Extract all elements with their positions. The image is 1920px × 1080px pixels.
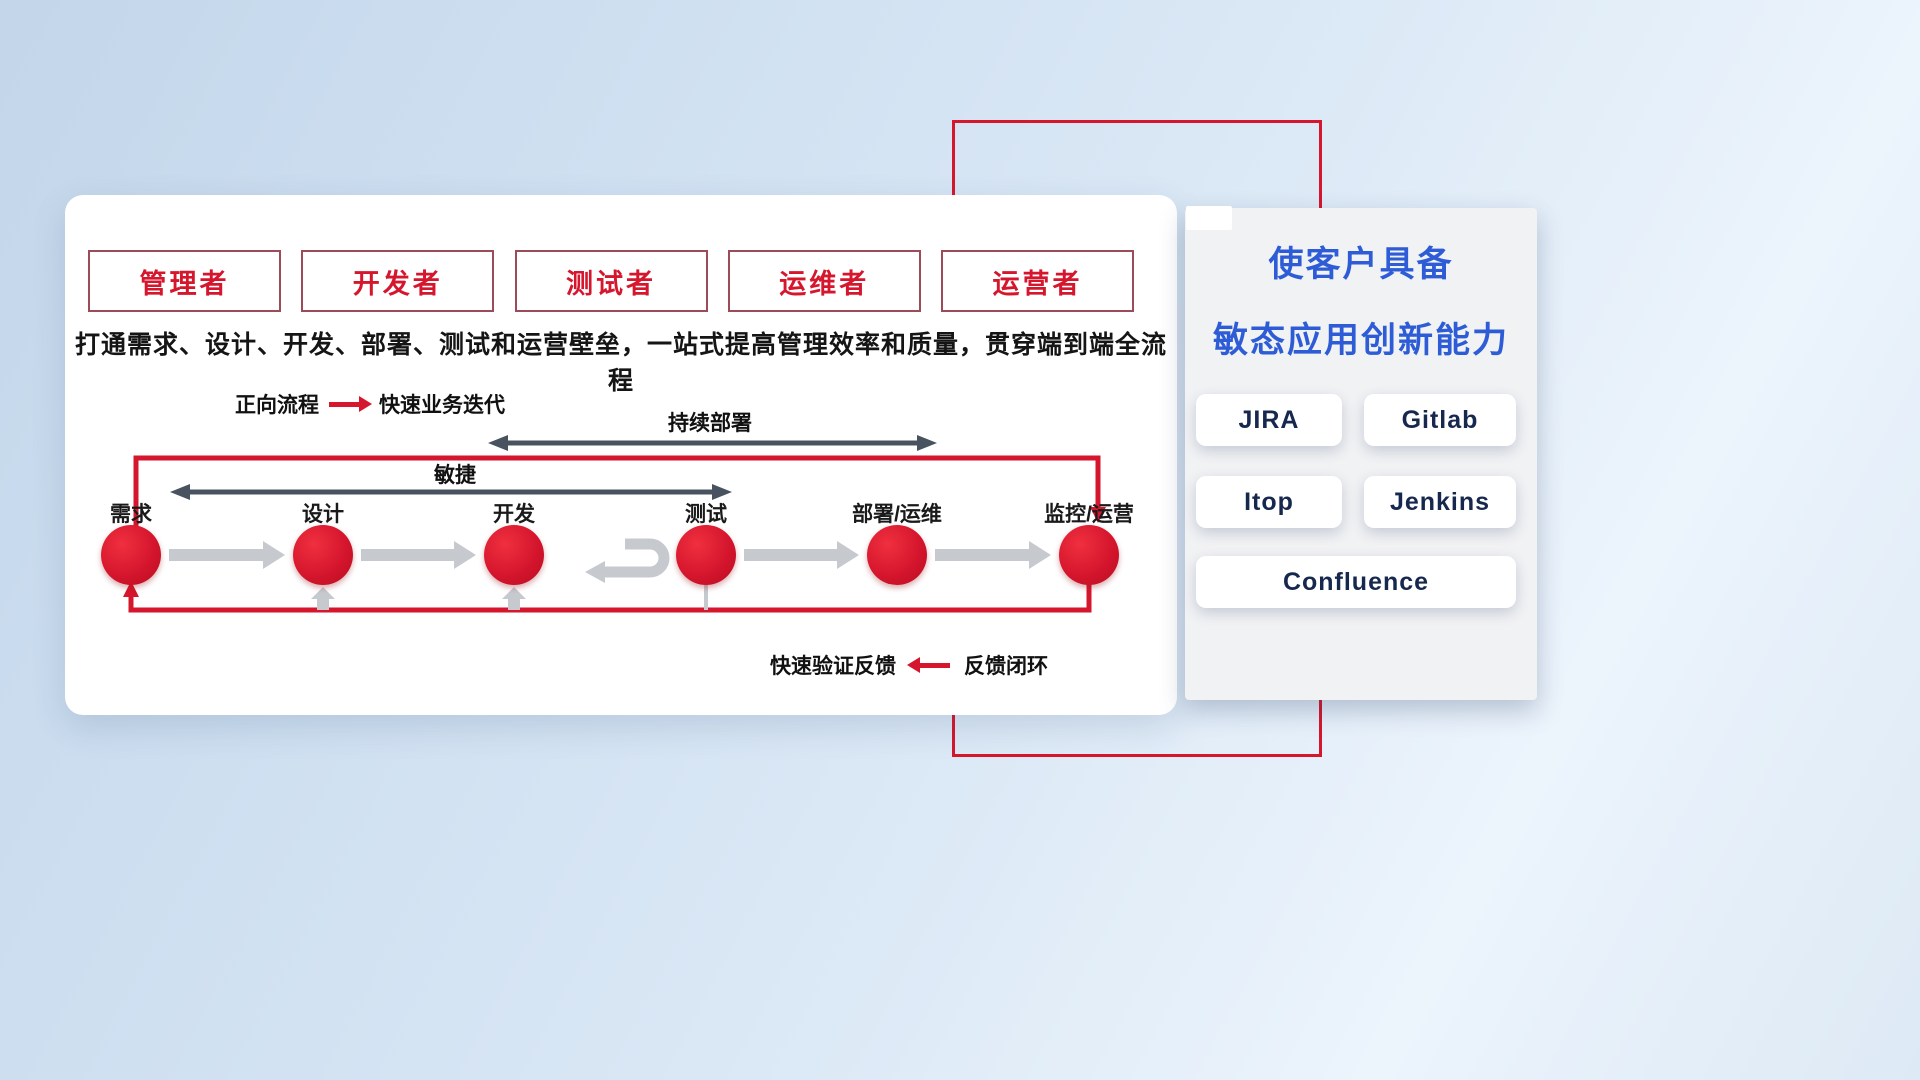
stage-label-monitor-ops: 监控/运营: [1044, 503, 1134, 526]
tool-badge-gitlab: Gitlab: [1364, 394, 1516, 446]
stage-node-design: [293, 525, 353, 585]
cd-arrowhead-left-icon: [488, 435, 508, 451]
feedback-up-arrow-develop-icon: [502, 587, 526, 610]
stage-node-test: [676, 525, 736, 585]
forward-arrow-icon: [329, 401, 359, 407]
role-box-ops: 运维者: [727, 250, 921, 312]
stage-label-deploy-ops: 部署/运维: [852, 503, 942, 526]
tool-badge-confluence: Confluence: [1196, 556, 1516, 608]
tool-badge-jenkins: Jenkins: [1364, 476, 1516, 528]
feedback-loop-line: [128, 583, 1092, 613]
forward-loop-line: [133, 455, 1101, 528]
tool-badge-jira: JIRA: [1196, 394, 1342, 446]
panel-corner-notch: [1186, 206, 1232, 230]
stage-label-test: 测试: [685, 503, 727, 526]
iteration-loop-arrowhead-icon: [585, 561, 605, 583]
flow-arrow-4-icon: [935, 541, 1051, 569]
tool-badge-itop: Itop: [1196, 476, 1342, 528]
legend-forward-desc: 快速业务迭代: [379, 394, 505, 417]
role-box-operation: 运营者: [941, 250, 1134, 312]
flow-arrow-3-icon: [744, 541, 859, 569]
devops-flow-card: 管理者 开发者 测试者 运维者 运营者 打通需求、设计、开发、部署、测试和运营壁…: [65, 195, 1177, 715]
panel-title-line1: 使客户具备: [1268, 245, 1454, 284]
agile-label: 敏捷: [434, 464, 476, 487]
legend-feedback-desc: 快速验证反馈: [770, 655, 896, 678]
flow-arrow-2-icon: [361, 541, 476, 569]
role-box-manager: 管理者: [88, 250, 281, 312]
stage-node-requirements: [101, 525, 161, 585]
stage-node-monitor-ops: [1059, 525, 1119, 585]
flow-arrow-1-icon: [169, 541, 285, 569]
stage-node-develop: [484, 525, 544, 585]
stage-label-requirements: 需求: [110, 503, 152, 526]
stage-label-develop: 开发: [493, 503, 535, 526]
legend-forward-label: 正向流程: [235, 394, 319, 417]
role-row: 管理者 开发者 测试者 运维者 运营者: [88, 250, 1134, 312]
description-text: 打通需求、设计、开发、部署、测试和运营壁垒，一站式提高管理效率和质量，贯穿端到端…: [74, 331, 1167, 395]
iteration-loop-icon: [603, 538, 670, 578]
agile-arrowhead-left-icon: [170, 484, 190, 500]
stage-label-design: 设计: [302, 503, 344, 526]
capability-panel: 使客户具备 敏态应用创新能力 JIRA Gitlab Itop Jenkins …: [1185, 208, 1537, 700]
role-box-tester: 测试者: [514, 250, 708, 312]
stage-node-deploy-ops: [867, 525, 927, 585]
feedback-up-arrow-design-icon: [311, 587, 335, 610]
legend-forward: 正向流程 快速业务迭代: [235, 389, 505, 419]
legend-feedback-label: 反馈闭环: [964, 655, 1048, 678]
continuous-deployment-label: 持续部署: [668, 412, 752, 435]
legend-feedback: 快速验证反馈 反馈闭环: [770, 650, 1048, 680]
cd-arrowhead-right-icon: [917, 435, 937, 451]
feedback-arrow-icon: [920, 662, 950, 668]
role-box-developer: 开发者: [301, 250, 495, 312]
panel-title-line2: 敏态应用创新能力: [1212, 321, 1509, 360]
